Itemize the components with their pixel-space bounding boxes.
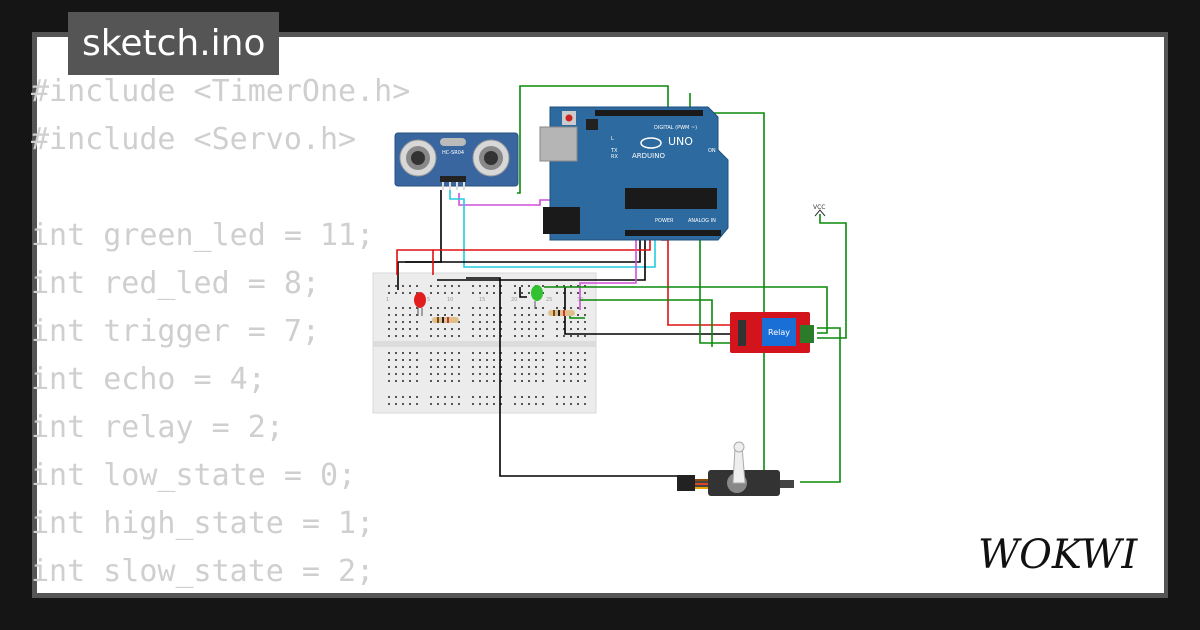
- wire-red: [396, 249, 434, 275]
- file-title: sketch.ino: [68, 12, 280, 75]
- code-line: int echo = 4;: [31, 362, 266, 397]
- tx-label: TX: [610, 148, 618, 154]
- analog-label: ANALOG IN: [688, 218, 716, 224]
- svg-text:20: 20: [511, 297, 517, 303]
- svg-text:1: 1: [386, 297, 389, 303]
- arduino-logo-icon: [640, 137, 662, 149]
- svg-text:25: 25: [546, 297, 552, 303]
- code-line: int low_state = 0;: [31, 458, 357, 493]
- on-label: ON: [708, 148, 716, 154]
- code-line: int relay = 2;: [31, 410, 284, 445]
- digital-label: DIGITAL (PWM ~): [654, 125, 697, 131]
- vcc-symbol: VCC: [813, 204, 825, 217]
- ultrasonic-label: HC-SR04: [442, 150, 464, 156]
- code-line: int slow_state = 2;: [31, 554, 375, 589]
- vcc-label: VCC: [813, 204, 825, 211]
- l-label: L: [611, 136, 614, 142]
- code-line: int high_state = 1;: [31, 506, 375, 541]
- green-led[interactable]: [531, 285, 543, 309]
- board-maker: ARDUINO: [632, 152, 665, 160]
- code-line: int green_led = 11;: [31, 218, 375, 253]
- red-led[interactable]: [414, 292, 426, 316]
- board-name: UNO: [668, 135, 693, 148]
- code-line: #include <Servo.h>: [31, 122, 357, 157]
- breadboard-holes: [388, 285, 586, 405]
- relay-label: Relay: [768, 328, 790, 337]
- breadboard[interactable]: 1 5 10 15 20 25 30: [372, 272, 597, 414]
- svg-text:15: 15: [479, 297, 485, 303]
- relay-module[interactable]: Relay: [730, 312, 814, 353]
- svg-text:5: 5: [427, 297, 430, 303]
- ultrasonic-sensor[interactable]: HC-SR04: [394, 132, 519, 190]
- code-line: #include <TimerOne.h>: [31, 74, 411, 109]
- code-line: int trigger = 7;: [31, 314, 320, 349]
- resistor[interactable]: [432, 317, 459, 323]
- wire-green: [517, 85, 669, 194]
- resistor[interactable]: [548, 310, 575, 316]
- servo-motor[interactable]: [677, 441, 794, 496]
- power-label: POWER: [655, 218, 674, 224]
- svg-text:10: 10: [447, 297, 453, 303]
- wokwi-logo: WOKWI: [978, 532, 1138, 578]
- brand-name: WOKWI: [978, 532, 1138, 578]
- rx-label: RX: [611, 154, 618, 160]
- code-preview: #include <TimerOne.h> #include <Servo.h> i…: [31, 68, 410, 596]
- code-line: int red_led = 8;: [31, 266, 320, 301]
- arduino-uno[interactable]: UNO ARDUINO DIGITAL (PWM ~) POWER ANALOG…: [539, 106, 729, 241]
